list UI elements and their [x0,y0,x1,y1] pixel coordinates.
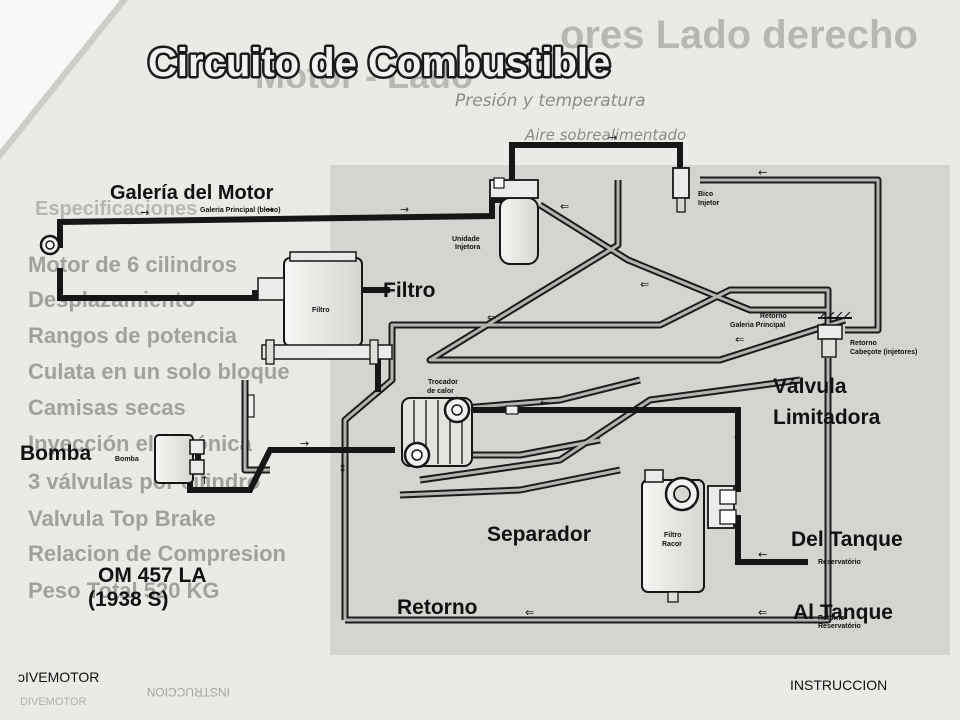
sensor-icon [247,394,255,418]
arrow-icon: → [608,131,617,144]
fuel-pump: Bomba [115,434,205,484]
arrow-icon: ↑ [732,433,741,446]
return-gallery-label-1: Retorno [760,313,787,320]
to-tank-sublabel-2: Reservatório [818,623,861,630]
bleed-through-text: ores Lado derecho Motor - Lado Presión y… [28,13,918,603]
from-tank-sublabel: Reservatório [818,559,861,566]
bleed-bullet: Culata en un solo bloque [28,359,290,384]
return-head-label-1: Retorno [850,340,877,347]
heat-exchanger-label-2: de calor [427,388,454,395]
return-head-label-2: Cabeçote (injetores) [850,349,917,356]
engine-gallery-label: Galería del Motor [110,182,274,204]
injector-unit-label-1: Unidade [452,236,480,243]
arrow-icon: → [140,206,149,219]
to-tank-label: Al Tanque [793,601,893,624]
arrow-icon: ⇐ [735,333,744,346]
return-pipes-fill [243,178,880,622]
racor-filter-separator: Filtro Racor [641,469,737,603]
filter-small-label: Filtro [312,307,330,314]
model-label: OM 457 LA [98,564,207,587]
from-tank-label: Del Tanque [791,528,903,551]
filter-label: Filtro [383,279,436,302]
arrow-icon: ← [758,166,767,179]
nozzle-label-2: Injetor [698,200,720,207]
heat-exchanger: Trocador de calor [401,379,473,469]
folded-corner-edge [0,0,128,160]
limiting-valve-label-1: Válvula [773,375,847,398]
arrow-icon: → [300,437,309,450]
arrow-icon: ⇐ [560,200,569,213]
injector-nozzle: Bico Injetor [672,167,720,213]
to-tank-sublabel-1: Retorno [818,615,845,622]
bleed-bullet: Camisas secas [28,395,186,420]
arrow-icon: → [265,203,274,216]
bleed-bullet: Valvula Top Brake [28,506,216,531]
pump-small-label: Bomba [115,456,139,463]
bleed-bullet: Relacion de Compresion [28,541,286,566]
bleed-bullet: Peso Total 520 KG [28,578,220,603]
footer-right: INSTRUCCION [790,677,887,693]
arrow-icon: ⇐ [525,606,534,619]
pump-label: Bomba [20,442,91,465]
arrow-icon: ↑ [200,474,209,487]
return-gallery-label-2: Galeria Principal [730,322,785,329]
arrow-icon: → [400,203,409,216]
nozzle-label-1: Bico [698,191,713,198]
connector-icon [505,405,519,415]
footer: ɔIVEMOTOR INSTRUCCION DIVEMOTOR INSTRUCC… [18,669,887,708]
arrow-icon: ⇕ [338,462,347,475]
slide-title: Circuito de Combustible [148,41,610,85]
bleed-handwriting-2: Aire sobrealimentado [524,126,686,144]
flow-arrows: → → → → ← ⇐ ⇐ ⇐ ↑ ← ⇐ ⇐ ⇕ → ← ↑ ⇐ [140,131,767,619]
bleed-title: ores Lado derecho [560,13,918,57]
footer-ghost-left: DIVEMOTOR [20,696,86,708]
limiting-valve-label-2: Limitadora [773,406,881,429]
bleed-bullet: Inyección electrónica [28,431,253,456]
racor-label-1: Filtro [664,532,682,539]
bleed-bullet: Rangos de potencia [28,323,238,348]
injector-unit: Unidade Injetora [452,177,539,265]
separator-label: Separador [487,523,591,546]
arrow-icon: ⇐ [487,311,496,324]
arrow-icon: ← [540,396,549,409]
main-filter: Filtro [257,251,393,365]
model-year-label: (1938 S) [88,588,169,611]
arrow-icon: ⇐ [758,606,767,619]
component-labels: Galería del Motor Galeria Principal (blo… [20,182,903,630]
bleed-handwriting-1: Presión y temperatura [455,91,646,111]
racor-label-2: Racor [662,541,682,548]
injector-unit-label-2: Injetora [455,244,480,251]
arrow-icon: ⇐ [640,278,649,291]
bleed-heading: Especificaciones [35,198,197,220]
return-label: Retorno [397,596,478,619]
engine-gallery-sublabel: Galeria Principal (bloco) [200,207,281,214]
return-valve: Retorno Galeria Principal Retorno Cabeço… [730,311,917,358]
arrow-icon: ← [758,548,767,561]
heat-exchanger-label-1: Trocador [428,379,458,386]
bleed-title-2: Motor - Lado [255,55,473,96]
gauge-icon [39,234,61,256]
footer-left: ɔIVEMOTOR [18,669,99,685]
footer-mirror-center: INSTRUCCION [147,685,230,699]
